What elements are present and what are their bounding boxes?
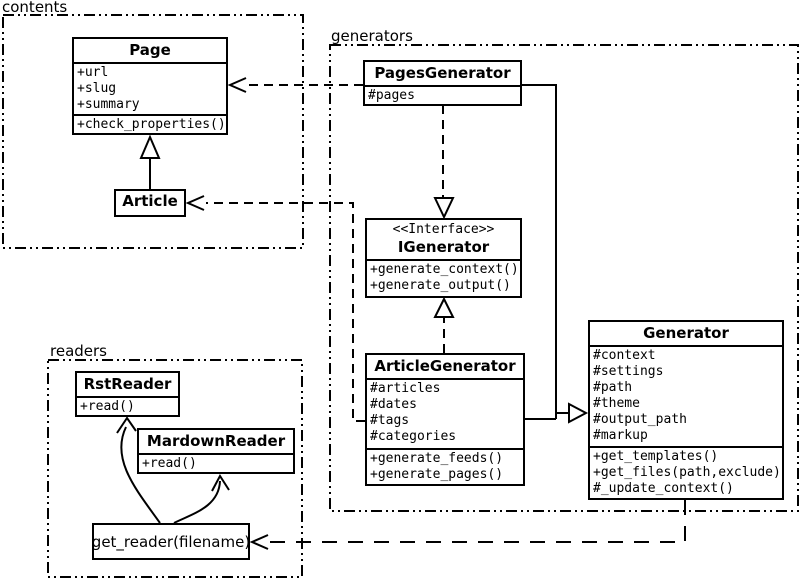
uml-method: +read() [142,456,197,471]
class-title: RstReader [83,375,172,393]
package-border-contents [2,14,304,249]
open-arrowhead-icon [116,416,137,434]
class-title: PagesGenerator [374,64,511,82]
uml-attribute: #articles [370,381,441,396]
attributes-section: +url +slug +summary [74,62,226,114]
class-page: Page +url +slug +summary +check_properti… [72,37,228,135]
open-arrowhead-icon [211,474,230,492]
uml-method: +generate_feeds() [370,451,504,466]
class-article: Article [114,189,186,217]
uml-method: +check_properties() [77,117,226,132]
attributes-section: #pages [365,85,520,104]
hollow-triangle-icon [568,402,589,424]
dependency-edge-pagesgenerator-to-page [227,77,363,93]
class-title: Generator [643,324,729,342]
uml-attribute: +url [77,65,109,80]
uml-method: +generate_context() [370,262,519,277]
class-pagesgenerator: PagesGenerator #pages [363,60,522,106]
realization-edge-articlegenerator-to-igenerator [433,296,455,353]
open-arrowhead-icon [185,195,205,211]
dependency-edge-generator-to-getreader [249,500,686,550]
package-border-readers [47,359,303,578]
stereotype-label: <<Interface>> [392,222,495,237]
uml-method: +get_templates() [593,449,719,464]
uml-attribute: #output_path [593,412,687,427]
edge-getreader-to-rstreader [116,416,161,524]
open-arrowhead-icon [249,534,269,550]
methods-section: +generate_feeds() +generate_pages() [367,448,523,484]
function-get-reader: get_reader(filename) [92,523,250,560]
uml-attribute: #dates [370,397,417,412]
hollow-triangle-icon [433,296,455,318]
edge-getreader-to-mardownreader [173,474,230,524]
uml-attribute: #context [593,348,656,363]
inheritance-edge-generators-to-generator [522,84,589,424]
package-label-generators: generators [331,27,413,45]
class-title: IGenerator [397,238,490,256]
methods-section: +read() [77,396,178,415]
methods-section: +read() [139,453,293,472]
uml-method: +get_files(path,exclude) [593,465,781,480]
attributes-section: #context #settings #path #theme #output_… [590,345,782,446]
open-arrowhead-icon [227,77,247,93]
package-label-contents: contents [2,0,68,16]
uml-attribute: #path [593,380,633,395]
uml-method: #_update_context() [593,481,734,496]
attributes-section: #articles #dates #tags #categories [367,378,523,448]
class-rstreader: RstReader +read() [75,371,180,417]
methods-section: +generate_context() +generate_output() [367,259,520,295]
class-title: MardownReader [146,432,286,450]
class-title: ArticleGenerator [374,357,516,375]
uml-attribute: #settings [593,364,664,379]
hollow-triangle-icon [433,197,455,220]
methods-section: +get_templates() +get_files(path,exclude… [590,446,782,498]
class-title: Article [122,192,178,210]
uml-attribute: #categories [370,429,457,444]
package-border-generators [329,44,799,512]
hollow-triangle-icon [139,134,161,159]
uml-method: +generate_output() [370,278,511,293]
uml-attribute: #pages [368,88,415,103]
uml-attribute: #tags [370,413,410,428]
uml-attribute: +slug [77,81,117,96]
dependency-edge-articlegenerator-to-article [185,195,365,422]
class-igenerator: <<Interface>> IGenerator +generate_conte… [365,218,522,298]
inheritance-edge-article-to-page [139,134,161,189]
class-articlegenerator: ArticleGenerator #articles #dates #tags … [365,353,525,486]
class-mardownreader: MardownReader +read() [137,428,295,474]
class-title: Page [129,41,171,59]
realization-edge-pagesgenerator-to-igenerator [433,105,455,220]
uml-attribute: +summary [77,97,140,112]
methods-section: +check_properties() [74,114,226,133]
uml-method: +read() [80,399,135,414]
package-label-readers: readers [50,342,107,360]
class-generator: Generator #context #settings #path #them… [588,320,784,500]
uml-attribute: #theme [593,396,640,411]
uml-method: +generate_pages() [370,467,504,482]
uml-attribute: #markup [593,428,648,443]
